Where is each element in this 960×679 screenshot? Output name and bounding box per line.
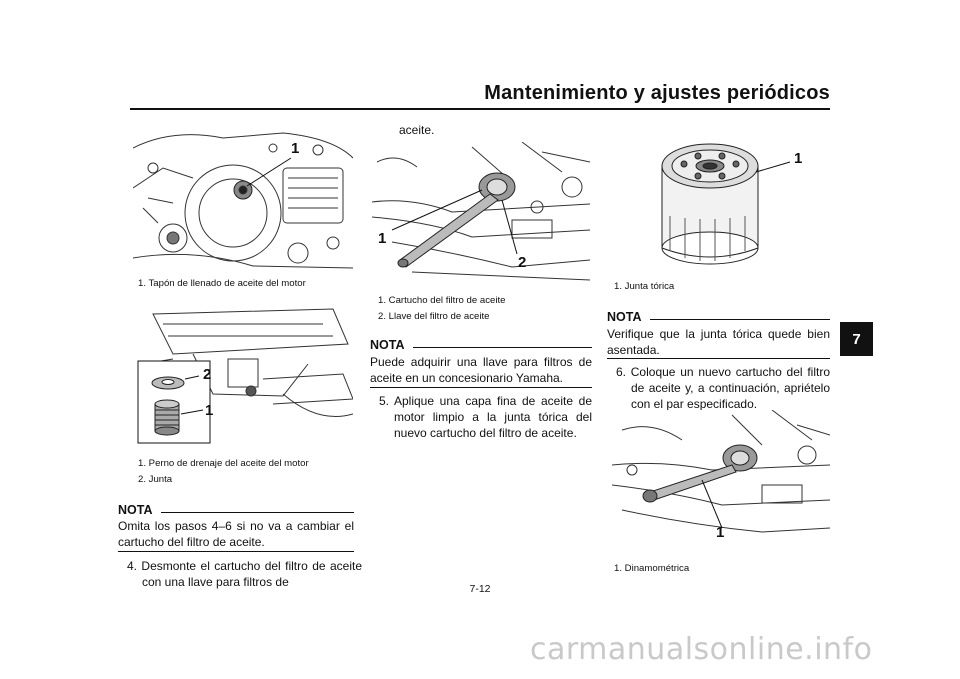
caption-line: 1. Tapón de llenado de aceite del motor bbox=[138, 278, 306, 289]
watermark: carmanualsonline.info bbox=[530, 632, 873, 667]
figure-caption: 1. Cartucho del filtro de aceite 2. Llav… bbox=[378, 293, 505, 325]
figure-caption: 1. Dinamométrica bbox=[614, 561, 689, 577]
figure-callout: 1 bbox=[794, 150, 803, 167]
nota-heading: NOTA bbox=[118, 503, 354, 517]
figure-callout: 1 bbox=[205, 402, 214, 419]
caption-line: 1. Cartucho del filtro de aceite bbox=[378, 295, 506, 306]
nota-label: NOTA bbox=[607, 310, 642, 324]
figure-caption: 1. Perno de drenaje del aceite del motor… bbox=[138, 456, 309, 488]
figure-o-ring: 1 bbox=[640, 126, 820, 272]
nota-rule bbox=[649, 318, 830, 320]
nota-rule bbox=[412, 346, 592, 348]
nota-end-rule bbox=[118, 551, 354, 552]
page-title: Mantenimiento y ajustes periódicos bbox=[484, 82, 830, 104]
figure-callout: 1 bbox=[716, 524, 725, 541]
engine-underside-illustration bbox=[137, 308, 353, 444]
caption-line: 2. Llave del filtro de aceite bbox=[378, 311, 490, 322]
nota-text: Puede adquirir una llave para filtros de… bbox=[370, 355, 592, 385]
figure-callout: 2 bbox=[518, 254, 527, 271]
step-4: 4. Desmonte el cartucho del filtro de ac… bbox=[127, 559, 362, 589]
figure-oil-filter-wrench: 1 2 bbox=[372, 142, 590, 284]
nota-rule bbox=[160, 511, 354, 513]
figure-drain-bolt: 2 1 bbox=[133, 304, 353, 446]
figure-callout: 1 bbox=[378, 230, 387, 247]
nota-end-rule bbox=[607, 358, 830, 359]
figure-callout: 1 bbox=[291, 140, 300, 157]
caption-line: 1. Junta tórica bbox=[614, 281, 675, 292]
filter-wrench-illustration bbox=[372, 142, 590, 281]
nota-text: Omita los pasos 4–6 si no va a cambiar e… bbox=[118, 519, 354, 549]
nota-label: NOTA bbox=[370, 338, 405, 352]
caption-line: 2. Junta bbox=[138, 474, 173, 485]
engine-illustration bbox=[133, 132, 353, 269]
nota-heading: NOTA bbox=[607, 310, 830, 324]
step-5: 5. Aplique una capa fina de aceite de mo… bbox=[379, 394, 592, 440]
page-number: 7-12 bbox=[469, 583, 491, 595]
chapter-tab: 7 bbox=[840, 322, 873, 356]
caption-line: 1. Dinamométrica bbox=[614, 563, 690, 574]
header-rule bbox=[130, 108, 830, 110]
nota-label: NOTA bbox=[118, 503, 153, 517]
figure-caption: 1. Junta tórica bbox=[614, 279, 674, 295]
nota-heading: NOTA bbox=[370, 338, 592, 352]
step-4-continued: aceite. bbox=[399, 123, 435, 137]
figure-torque-wrench: 1 bbox=[612, 410, 830, 552]
nota-text: Verifique que la junta tórica quede bien… bbox=[607, 327, 830, 357]
step-6: 6. Coloque un nuevo cartucho del filtro … bbox=[616, 365, 830, 411]
caption-line: 1. Perno de drenaje del aceite del motor bbox=[138, 458, 309, 469]
nota-end-rule bbox=[370, 387, 592, 388]
figure-callout: 2 bbox=[203, 366, 212, 383]
figure-caption: 1. Tapón de llenado de aceite del motor bbox=[138, 276, 306, 292]
filter-cartridge-illustration bbox=[661, 143, 791, 265]
figure-oil-filler-cap: 1 bbox=[133, 128, 353, 270]
torque-wrench-illustration bbox=[612, 410, 830, 533]
